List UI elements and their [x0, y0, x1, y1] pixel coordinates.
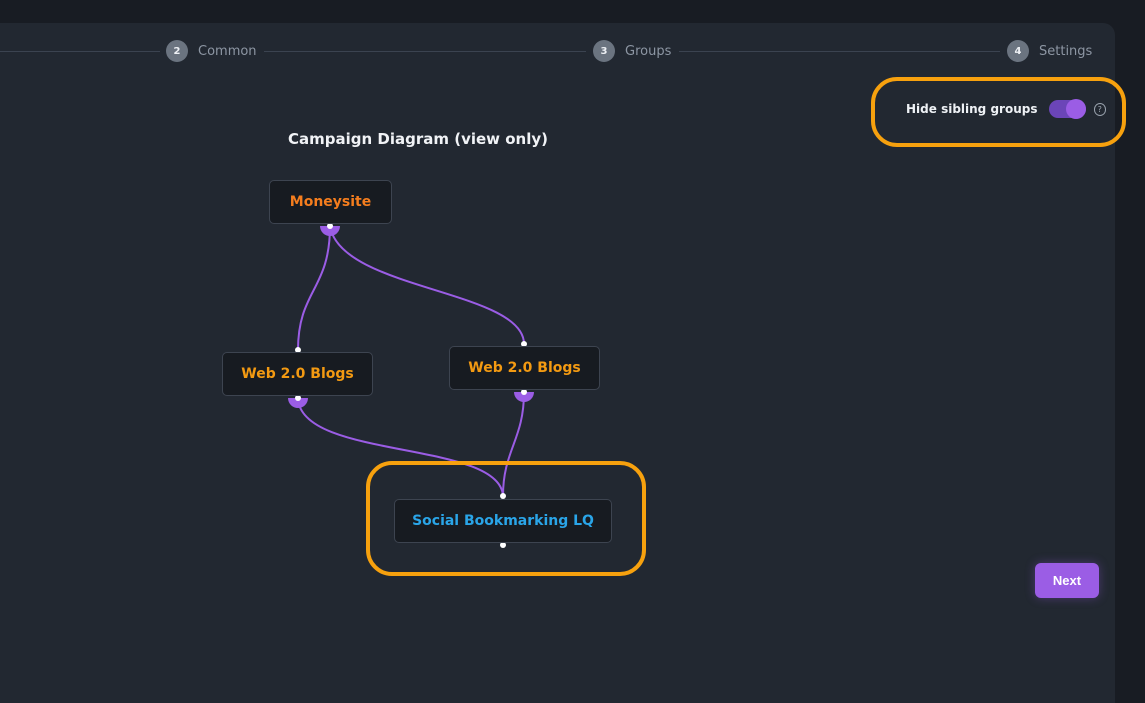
highlight-node-annotation	[366, 461, 646, 576]
node-label: Moneysite	[289, 194, 372, 210]
step-settings[interactable]: 4 Settings	[1007, 40, 1092, 62]
next-button[interactable]: Next	[1035, 563, 1099, 598]
node-moneysite[interactable]: Moneysite	[269, 180, 392, 224]
step-connector	[264, 51, 586, 52]
port-moneysite-out	[320, 226, 340, 236]
hide-sibling-groups-option: Hide sibling groups ?	[884, 95, 1106, 123]
handle-dot	[500, 542, 506, 548]
step-number: 4	[1007, 40, 1029, 62]
stepper: 2 Common 3 Groups 4 Settings	[0, 23, 1115, 79]
link-web20a-social	[297, 397, 504, 497]
step-number: 2	[166, 40, 188, 62]
link-moneysite-web20b	[329, 225, 525, 345]
node-social-bookmarking[interactable]: Social Bookmarking LQ	[394, 499, 612, 543]
step-connector	[0, 51, 160, 52]
help-icon[interactable]: ?	[1093, 102, 1106, 116]
node-label: Social Bookmarking LQ	[412, 513, 594, 529]
port-web20a-out	[288, 398, 308, 408]
handle-dot	[327, 223, 333, 229]
step-label: Settings	[1039, 43, 1093, 59]
node-label: Web 2.0 Blogs	[468, 360, 581, 376]
node-label: Web 2.0 Blogs	[241, 366, 354, 382]
step-groups[interactable]: 3 Groups	[593, 40, 671, 62]
node-web20-blogs-a[interactable]: Web 2.0 Blogs	[222, 352, 373, 396]
handle-dot	[295, 347, 301, 353]
step-common[interactable]: 2 Common	[166, 40, 257, 62]
link-moneysite-web20a	[297, 225, 331, 351]
step-number: 3	[593, 40, 615, 62]
diagram-title: Campaign Diagram (view only)	[288, 130, 549, 148]
port-web20b-out	[514, 392, 534, 402]
handle-dot	[295, 395, 301, 401]
hide-sibling-groups-toggle[interactable]	[1049, 99, 1086, 119]
toggle-knob	[1065, 99, 1086, 119]
handle-dot	[521, 341, 527, 347]
step-connector	[679, 51, 1000, 52]
step-label: Common	[198, 43, 257, 59]
handle-dot	[500, 493, 506, 499]
link-web20b-social	[502, 391, 525, 497]
highlight-toggle-annotation	[871, 77, 1126, 147]
handle-dot	[521, 389, 527, 395]
hide-sibling-groups-label: Hide sibling groups	[906, 102, 1038, 116]
step-label: Groups	[625, 43, 672, 59]
node-web20-blogs-b[interactable]: Web 2.0 Blogs	[449, 346, 600, 390]
